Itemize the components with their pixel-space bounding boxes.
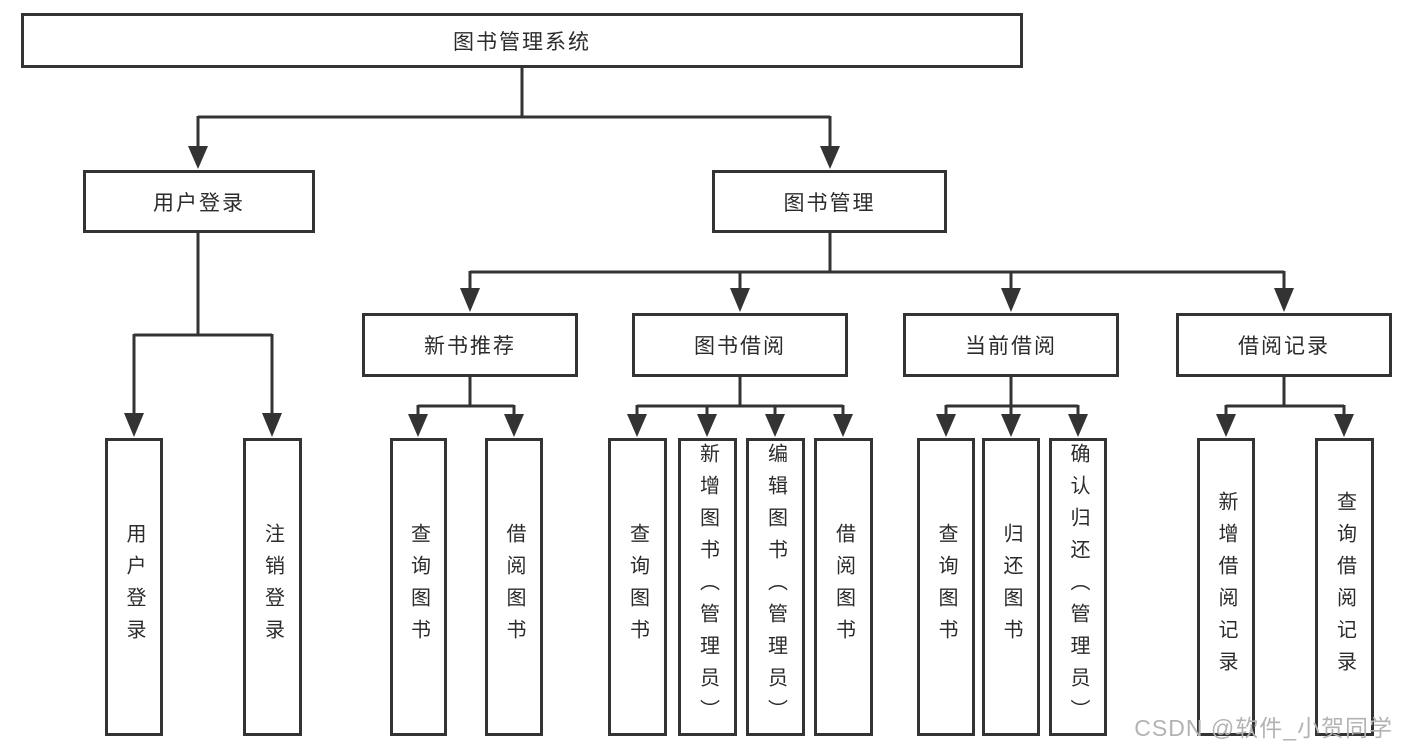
node-label: 借阅记录 [1238, 335, 1330, 358]
leaf-bb-borrow-books: 借阅图书 [814, 438, 873, 736]
leaf-br-add-borrow-record: 新增借阅记录 [1197, 438, 1255, 736]
leaf-label: 归还图书 [1000, 523, 1022, 651]
leaf-label: 查询图书 [407, 523, 430, 651]
leaf-logout: 注销登录 [243, 438, 302, 736]
node-book-management: 图书管理 [712, 170, 947, 233]
node-library-management-system: 图书管理系统 [21, 13, 1023, 68]
leaf-label: 编辑图书（管理员） [764, 443, 787, 731]
node-label: 当前借阅 [965, 335, 1057, 358]
leaf-label: 注销登录 [261, 523, 284, 651]
node-user-login: 用户登录 [83, 170, 315, 233]
node-new-book-recommendation: 新书推荐 [362, 313, 578, 377]
leaf-label: 用户登录 [123, 523, 145, 651]
connector-user-login-to-leaves [124, 233, 282, 437]
node-book-borrowing: 图书借阅 [632, 313, 848, 377]
leaf-nbr-query-books: 查询图书 [390, 438, 447, 736]
node-label: 图书管理系统 [453, 30, 591, 54]
leaf-cb-return-books: 归还图书 [982, 438, 1040, 736]
leaf-br-query-borrow-record: 查询借阅记录 [1315, 438, 1374, 736]
leaf-nbr-borrow-books: 借阅图书 [485, 438, 543, 736]
leaf-bb-add-books-admin: 新增图书（管理员） [678, 438, 737, 736]
node-label: 图书借阅 [694, 335, 786, 358]
leaf-label: 新增图书（管理员） [696, 443, 719, 731]
leaf-label: 借阅图书 [503, 523, 525, 651]
leaf-label: 查询图书 [935, 523, 957, 651]
leaf-bb-query-books: 查询图书 [608, 438, 667, 736]
connector-current-borrowing-to-leaves [936, 377, 1088, 437]
leaf-user-login: 用户登录 [105, 438, 163, 736]
leaf-label: 确认归还（管理员） [1067, 443, 1089, 731]
leaf-label: 借阅图书 [832, 523, 855, 651]
leaf-label: 查询借阅记录 [1333, 491, 1356, 683]
leaf-label: 新增借阅记录 [1215, 491, 1237, 683]
leaf-cb-confirm-return-admin: 确认归还（管理员） [1049, 438, 1107, 736]
leaf-cb-query-books: 查询图书 [917, 438, 975, 736]
node-label: 用户登录 [153, 191, 245, 215]
leaf-label: 查询图书 [626, 523, 649, 651]
node-label: 图书管理 [783, 191, 876, 215]
node-current-borrowing: 当前借阅 [903, 313, 1119, 377]
leaf-bb-edit-books-admin: 编辑图书（管理员） [746, 438, 805, 736]
csdn-watermark: CSDN @软件_小贺同学 [1134, 715, 1393, 741]
node-label: 新书推荐 [424, 335, 516, 358]
connector-book-mgmt-to-level3 [460, 233, 1294, 312]
connector-book-borrowing-to-leaves [627, 377, 853, 437]
connector-new-book-rec-to-leaves [408, 377, 524, 437]
connector-root-to-level2 [188, 66, 840, 169]
node-borrowing-records: 借阅记录 [1176, 313, 1392, 377]
connector-borrow-records-to-leaves [1216, 377, 1354, 437]
